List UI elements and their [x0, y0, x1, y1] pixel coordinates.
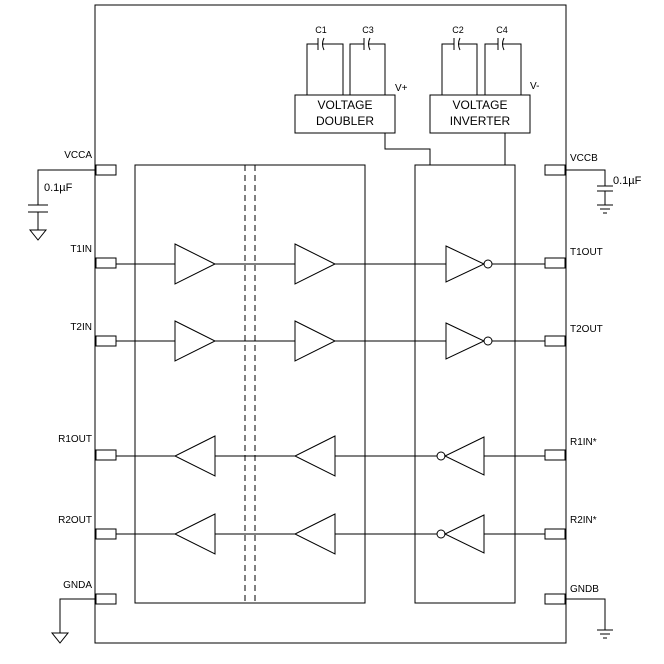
v-plus-label: V+	[395, 83, 408, 94]
c4-label: C4	[496, 25, 508, 35]
voltage-inverter: VOLTAGE INVERTER	[429, 94, 531, 134]
t2-input-buffer	[174, 320, 217, 362]
t1-output-driver	[445, 245, 486, 283]
vccb-cap-label: 0.1µF	[613, 175, 642, 187]
t1-input-buffer	[174, 243, 217, 285]
capacitor-c4: C4	[484, 25, 522, 95]
pin-t1in-label: T1IN	[70, 244, 92, 255]
channel-t2	[116, 320, 545, 362]
pin-r1in-label: R1IN*	[570, 437, 597, 448]
capacitor-c3: C3	[349, 25, 386, 95]
pin-r1in: R1IN*	[544, 437, 597, 461]
vcca-cap-label: 0.1µF	[44, 182, 73, 194]
pin-gndb: GNDB	[544, 584, 613, 639]
pin-gnda-label: GNDA	[63, 580, 92, 591]
capacitor-c1: C1	[306, 25, 344, 95]
voltage-inverter-label-1: VOLTAGE	[453, 98, 508, 112]
pin-r2out-label: R2OUT	[58, 515, 92, 526]
t2-inverter-bubble	[483, 336, 493, 346]
voltage-doubler-label-2: DOUBLER	[316, 114, 374, 128]
doubler-supply-wire	[384, 133, 431, 165]
channel-r1	[116, 435, 545, 477]
pin-t2in-label: T2IN	[70, 322, 92, 333]
voltage-doubler-label-1: VOLTAGE	[318, 98, 373, 112]
t1-isolated-buffer	[294, 243, 337, 285]
t1-inverter-bubble	[483, 259, 493, 269]
r2-inverter-bubble	[436, 529, 446, 539]
pin-r1out-label: R1OUT	[58, 434, 92, 445]
voltage-inverter-label-2: INVERTER	[450, 114, 511, 128]
voltage-doubler: VOLTAGE DOUBLER	[294, 94, 396, 134]
t2-isolated-buffer	[294, 320, 337, 362]
pin-t1in: T1IN	[70, 244, 117, 269]
channel-r2	[116, 513, 545, 555]
isolation-block-right	[414, 164, 516, 604]
channel-t1	[116, 243, 545, 285]
pin-vccb: VCCB 0.1µF	[544, 153, 642, 214]
pin-vcca: VCCA 0.1µF	[28, 150, 117, 241]
c3-label: C3	[362, 25, 374, 35]
pin-r1out: R1OUT	[58, 434, 117, 461]
pin-vcca-label: VCCA	[64, 150, 92, 161]
capacitor-c2: C2	[441, 25, 478, 95]
pin-gndb-label: GNDB	[570, 584, 599, 595]
pin-t1out: T1OUT	[544, 247, 603, 269]
pin-t2out-label: T2OUT	[570, 324, 603, 335]
pin-vccb-label: VCCB	[570, 153, 598, 164]
pin-t1out-label: T1OUT	[570, 247, 603, 258]
pin-r2in-label: R2IN*	[570, 515, 597, 526]
c2-label: C2	[452, 25, 464, 35]
c1-label: C1	[315, 25, 327, 35]
v-minus-label: V-	[530, 81, 539, 92]
pin-gnda: GNDA	[50, 580, 117, 644]
t2-output-driver	[445, 322, 486, 360]
r1-inverter-bubble	[436, 451, 446, 461]
